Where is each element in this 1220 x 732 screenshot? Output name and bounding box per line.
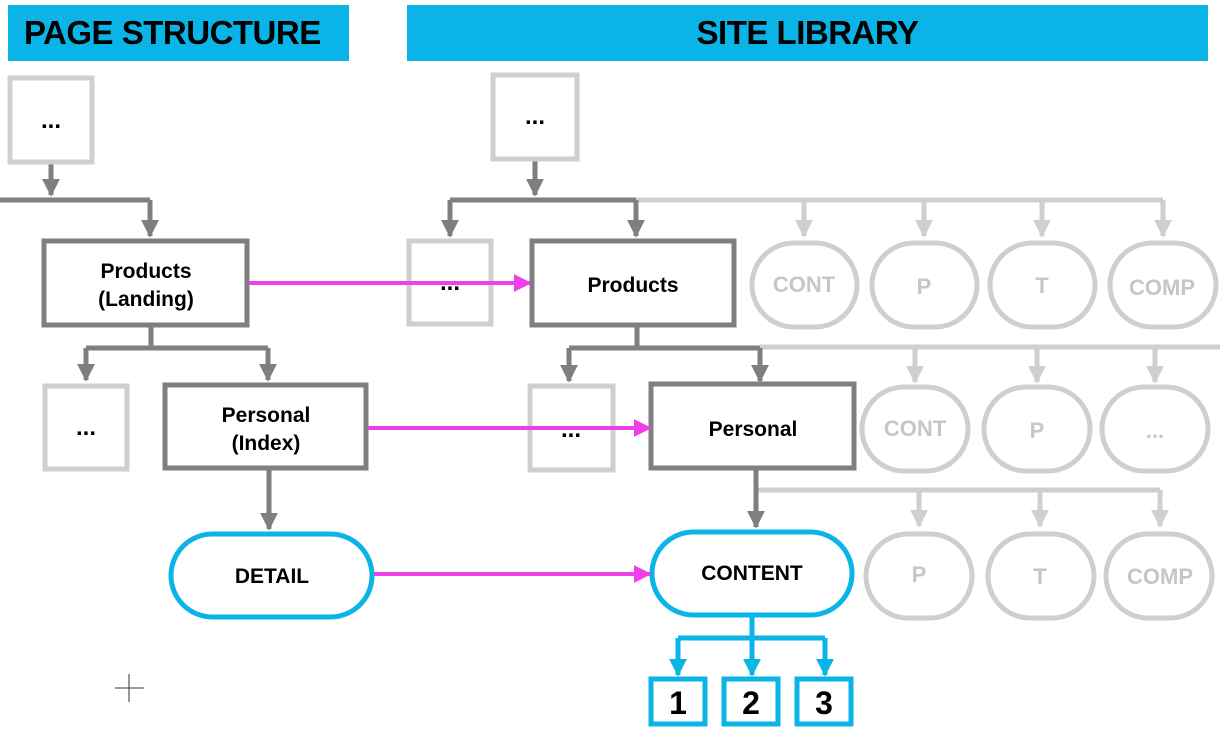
- faded-cont-row1-shape: [749, 240, 860, 330]
- products-landing-label-line1: Products: [100, 260, 191, 283]
- sl-products-box: [529, 238, 737, 328]
- faded-p-row2-shape: [981, 384, 1093, 474]
- faded-connectors: [636, 197, 1220, 528]
- faded-comp-row3-shape: [1103, 531, 1215, 621]
- page-structure-title: PAGE STRUCTURE: [24, 14, 321, 51]
- products-landing-label-line2: (Landing): [98, 288, 194, 311]
- faded-p-row3-label: P: [912, 562, 927, 587]
- dark-nodes: [41, 238, 857, 471]
- sl-top-placeholder-label: ...: [525, 103, 545, 130]
- sl-row2-placeholder-label: ...: [561, 416, 581, 443]
- ps-mid-placeholder-box: [42, 383, 130, 472]
- sl-products-label: Products: [587, 274, 678, 297]
- site-library-title: SITE LIBRARY: [696, 14, 919, 51]
- personal-index-label-line2: (Index): [232, 432, 301, 455]
- faded-comp-row3-label: COMP: [1127, 564, 1193, 589]
- faded-p-row2-label: P: [1030, 418, 1045, 443]
- sl-personal-box: [648, 381, 857, 471]
- faded-t-row1-label: T: [1035, 273, 1049, 298]
- dark-connectors: [0, 160, 769, 531]
- ps-mid-placeholder-label: ...: [76, 414, 96, 441]
- mapping-arrows: [249, 274, 652, 583]
- labels: CONT P T COMP CONT P ... P T COMP ... ..…: [41, 103, 1195, 721]
- personal-index-label-line1: Personal: [222, 404, 311, 427]
- faded-comp-row1-label: COMP: [1129, 275, 1195, 300]
- sl-personal-label: Personal: [709, 418, 798, 441]
- content-label: CONTENT: [701, 562, 803, 585]
- content-item-3-label: 3: [815, 685, 833, 721]
- faded-cont-row1-label: CONT: [773, 272, 836, 297]
- content-item-3-box: [794, 676, 854, 727]
- sl-top-placeholder-box: [490, 72, 580, 162]
- cyan-nodes: [168, 529, 855, 727]
- faded-more-row2-label: ...: [1146, 418, 1164, 443]
- faded-p-row1-label: P: [917, 274, 932, 299]
- faded-t-row3-shape: [985, 531, 1097, 621]
- content-item-2-label: 2: [742, 685, 760, 721]
- faded-cont-row2-label: CONT: [884, 416, 947, 441]
- ps-top-placeholder-box: [7, 75, 95, 165]
- faded-more-row2-shape: [1099, 384, 1211, 474]
- content-item-1-box: [648, 676, 708, 727]
- faded-p-row1-shape: [869, 240, 980, 330]
- faded-p-row3-shape: [863, 531, 975, 621]
- personal-index-box: [162, 382, 369, 471]
- sl-row1-placeholder-label: ...: [440, 269, 460, 296]
- faded-t-row1-shape: [987, 240, 1098, 330]
- content-item-2-box: [721, 676, 781, 727]
- content-item-1-label: 1: [669, 685, 687, 721]
- content-shape: [649, 529, 855, 618]
- detail-label: DETAIL: [235, 565, 309, 588]
- ps-top-placeholder-label: ...: [41, 107, 61, 134]
- faded-nodes: [7, 72, 1219, 621]
- crosshair-cursor-icon: [115, 674, 144, 702]
- site-library-header: SITE LIBRARY: [407, 5, 1208, 61]
- detail-shape: [168, 531, 375, 620]
- faded-cont-row2-shape: [859, 384, 971, 474]
- page-structure-header: PAGE STRUCTURE: [8, 5, 349, 61]
- faded-comp-row1-shape: [1107, 240, 1219, 330]
- faded-t-row3-label: T: [1033, 564, 1047, 589]
- cyan-connectors: [669, 616, 834, 677]
- products-landing-box: [41, 238, 250, 328]
